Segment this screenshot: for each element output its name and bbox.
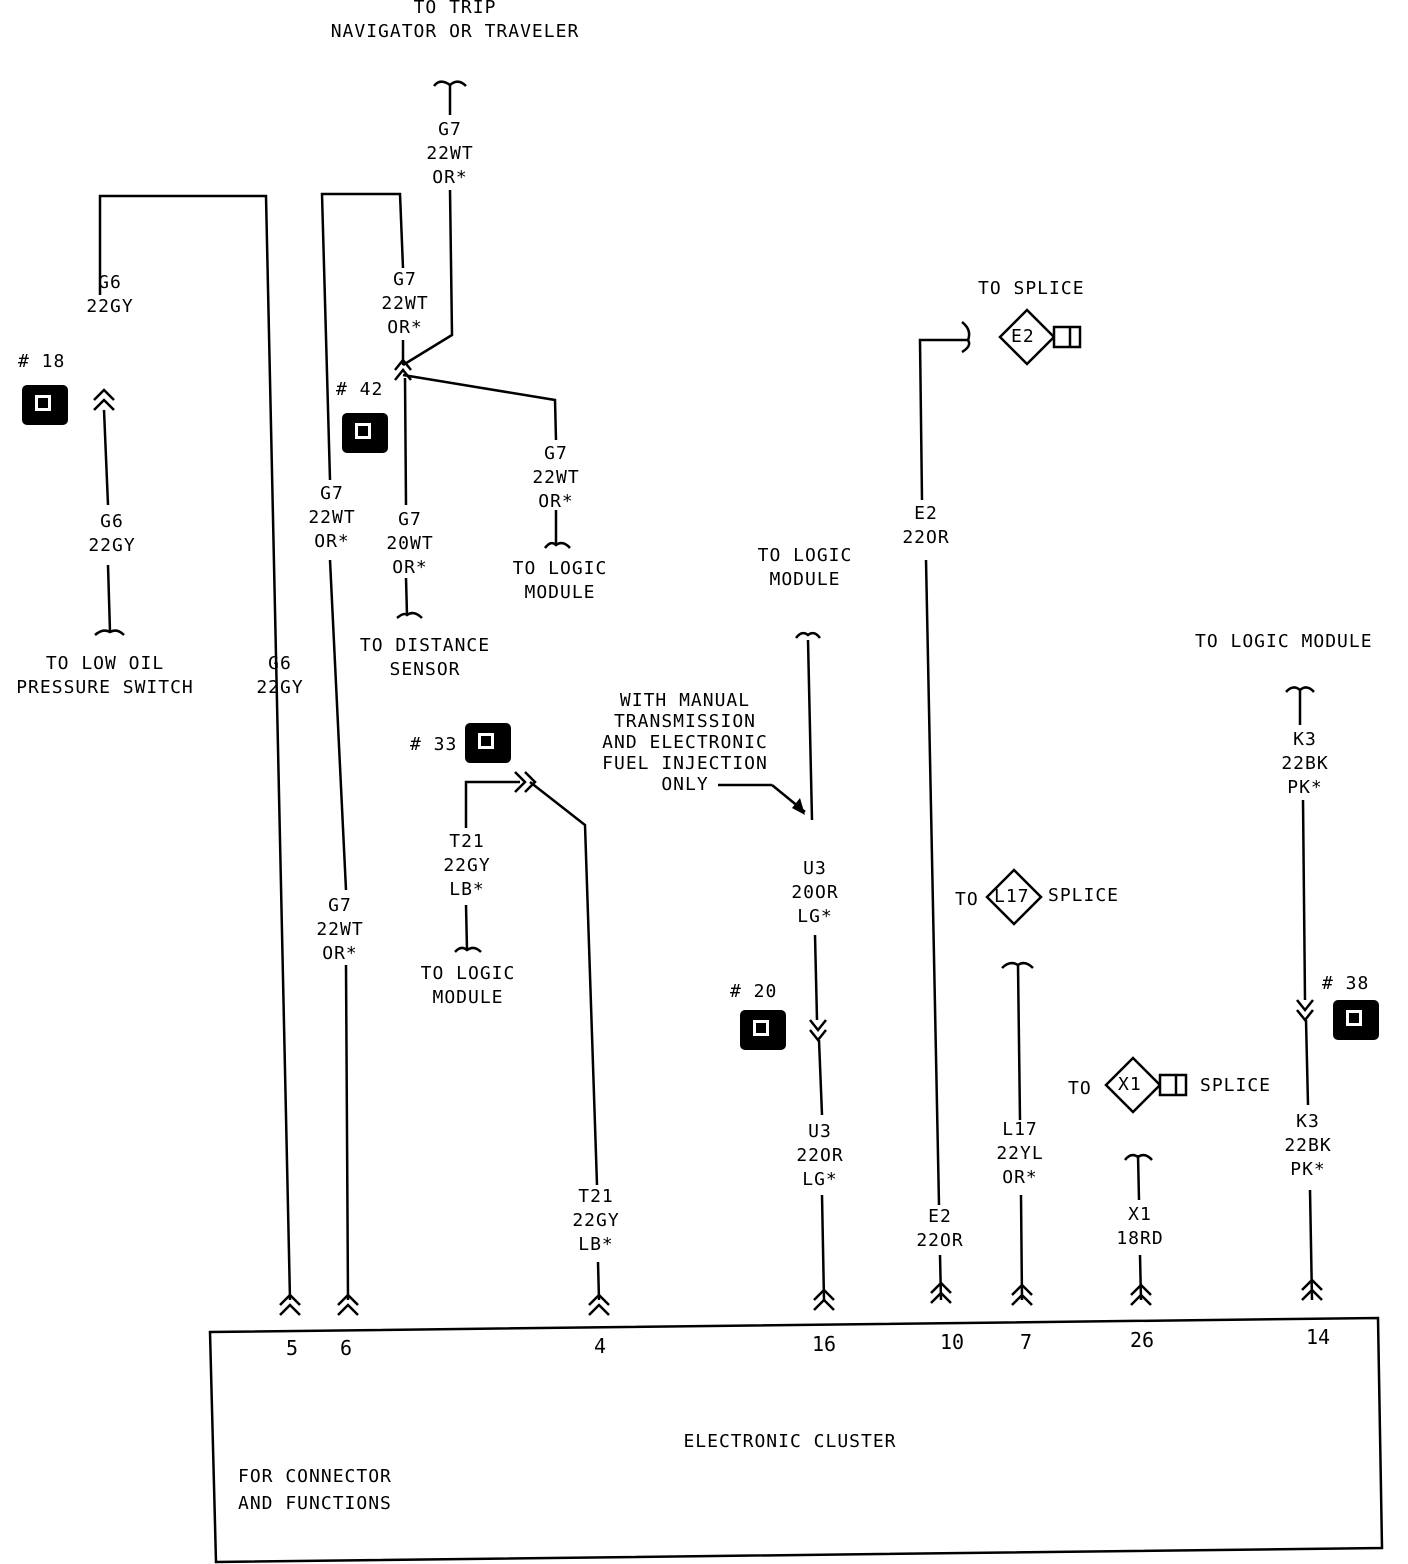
dest-splice-x1-after: SPLICE xyxy=(1200,1075,1272,1096)
connector-38-icon xyxy=(1333,1000,1379,1040)
dest-logic-module-a: TO LOGIC MODULE xyxy=(512,558,608,603)
wire-terminals xyxy=(94,80,1315,1161)
dest-splice-x1-to: TO xyxy=(1068,1078,1092,1099)
wire-g6-upper: G6 22GY xyxy=(86,272,134,317)
wire-g7-mid: G7 22WT OR* xyxy=(381,269,429,338)
pin-10: 10 xyxy=(940,1330,965,1354)
dest-low-oil: TO LOW OIL PRESSURE SWITCH xyxy=(16,653,194,698)
connector-chevrons xyxy=(93,357,1323,1316)
dest-distance-sensor: TO DISTANCE SENSOR xyxy=(359,635,491,680)
wire-k3-upper: K3 22BK PK* xyxy=(1281,729,1329,798)
wires xyxy=(98,85,1314,1301)
pin-5: 5 xyxy=(286,1336,299,1360)
splice-l17-label: L17 xyxy=(994,886,1030,907)
connector-42-icon xyxy=(342,413,388,453)
wire-k3-lower: K3 22BK PK* xyxy=(1284,1111,1332,1180)
connector-20-icon xyxy=(740,1010,786,1050)
dest-splice-e2: TO SPLICE xyxy=(978,278,1085,299)
wire-g7-left: G7 22WT OR* xyxy=(308,483,356,552)
connector-18-label: # 18 xyxy=(18,351,66,372)
pin-14: 14 xyxy=(1306,1325,1331,1349)
wire-g7-20wt: G7 20WT OR* xyxy=(386,509,434,578)
dest-logic-module-d: TO LOGIC MODULE xyxy=(1195,631,1373,652)
wire-g7-right: G7 22WT OR* xyxy=(532,443,580,512)
wire-g6-lower: G6 22GY xyxy=(88,511,136,556)
splice-symbols xyxy=(985,308,1188,1114)
connector-33-icon xyxy=(465,723,511,763)
dest-splice-l17-to: TO xyxy=(955,889,979,910)
wire-g7-top: G7 22WT OR* xyxy=(426,119,474,188)
dest-trip-navigator: TO TRIP NAVIGATOR OR TRAVELER xyxy=(330,0,580,42)
wire-g6-long: G6 22GY xyxy=(256,653,304,698)
splice-x1-label: X1 xyxy=(1118,1074,1142,1095)
wire-u3-upper: U3 20OR LG* xyxy=(791,858,839,927)
connector-functions-note: FOR CONNECTOR AND FUNCTIONS xyxy=(238,1466,392,1514)
arrowheads xyxy=(792,798,805,815)
wire-e2-lower: E2 22OR xyxy=(916,1206,964,1251)
connector-38-label: # 38 xyxy=(1322,973,1370,994)
splice-e2-label: E2 xyxy=(1011,326,1035,347)
connector-42-label: # 42 xyxy=(336,379,384,400)
dest-logic-module-b: TO LOGIC MODULE xyxy=(757,545,853,590)
note-manual-transmission: WITH MANUAL TRANSMISSION AND ELECTRONIC … xyxy=(602,690,768,795)
pin-4: 4 xyxy=(594,1334,607,1358)
dest-splice-l17-after: SPLICE xyxy=(1048,885,1120,906)
pin-16: 16 xyxy=(812,1332,837,1356)
pin-6: 6 xyxy=(340,1336,353,1360)
wire-x1: X1 18RD xyxy=(1116,1204,1164,1249)
electronic-cluster-title: ELECTRONIC CLUSTER xyxy=(683,1431,897,1452)
wire-e2-upper: E2 22OR xyxy=(902,503,950,548)
connector-33-label: # 33 xyxy=(410,734,458,755)
wire-u3-lower: U3 22OR LG* xyxy=(796,1121,844,1190)
connector-18-icon xyxy=(22,385,68,425)
connector-20-label: # 20 xyxy=(730,981,778,1002)
dest-logic-module-c: TO LOGIC MODULE xyxy=(420,963,516,1008)
wire-t21-upper: T21 22GY LB* xyxy=(443,831,491,900)
pin-26: 26 xyxy=(1130,1328,1155,1352)
wire-t21-lower: T21 22GY LB* xyxy=(572,1186,620,1255)
electronic-cluster-box xyxy=(208,1316,1384,1564)
wire-g7-long: G7 22WT OR* xyxy=(316,895,364,964)
wire-l17: L17 22YL OR* xyxy=(996,1119,1044,1188)
pin-7: 7 xyxy=(1020,1330,1033,1354)
